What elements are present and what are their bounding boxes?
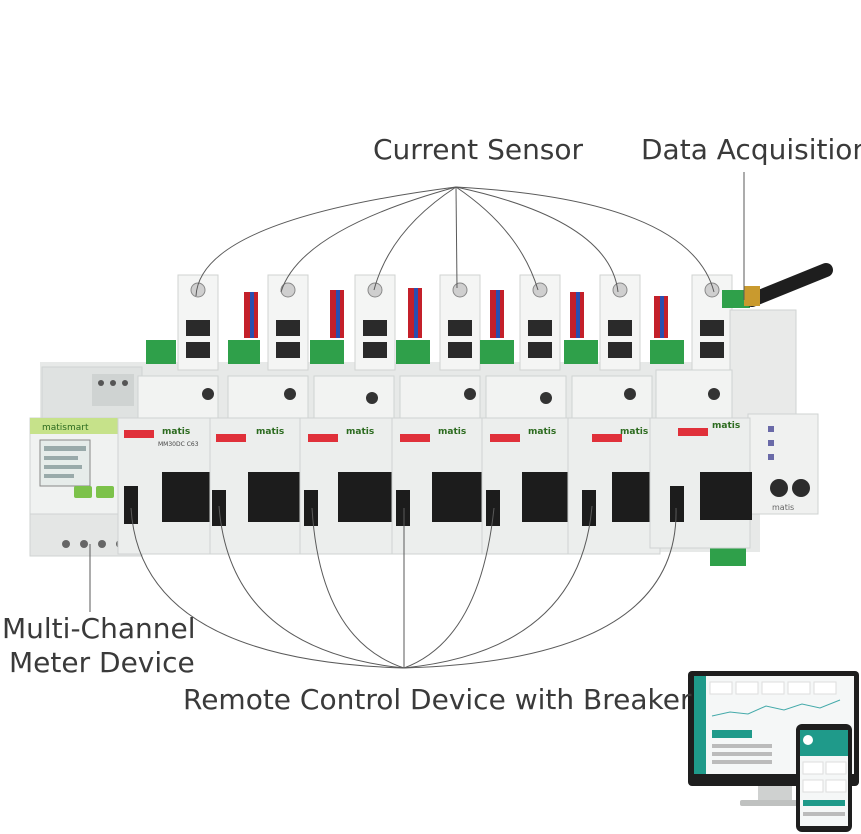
breaker-3: matis [299,417,397,555]
breaker-brand: matis [528,427,556,437]
meter-brand-text: matismart [42,423,89,433]
meter-brand-strip [30,418,128,434]
data-acquisition-label: Data Acquisition [641,133,861,166]
current-sensor-modules [146,274,733,371]
current-sensor-2 [228,274,309,371]
current-sensor-label: Current Sensor [373,133,584,166]
breaker-6: matis [567,417,662,555]
meter-button-left [96,486,114,498]
breaker-brand: matis [438,427,466,437]
breaker-brand: matis [162,427,190,437]
current-sensor-5 [480,274,561,371]
meter-label-line2: Meter Device [9,646,195,679]
breaker-brand: matis [712,421,740,431]
breaker-model: MM30DC C63 [158,441,199,448]
breaker-4: matis [391,417,489,555]
meter-label-line1: Multi-Channel [2,612,196,645]
breaker-row: matis MM30DC C63 matis matis [117,369,752,555]
current-sensor-7 [650,274,733,371]
meter-button-right [74,486,92,498]
remote-control-label: Remote Control Device with Breaker [183,683,692,716]
meter-top-box [41,366,143,420]
current-sensor-4 [396,274,481,371]
phone-display [796,724,852,832]
daq-brand-text: matis [772,503,794,512]
current-sensor-1 [146,274,219,371]
antenna [744,263,833,307]
remote-control-leader-lines [130,505,677,669]
breaker-brand: matis [346,427,374,437]
current-sensor-leader-lines [195,186,715,297]
current-sensor-6 [564,274,641,371]
breaker-7: matis [649,417,752,549]
breaker-brand: matis [620,427,648,437]
current-sensor-3 [310,274,396,371]
breaker-5: matis [481,417,579,555]
breaker-2: matis [209,417,307,555]
breaker-brand: matis [256,427,284,437]
